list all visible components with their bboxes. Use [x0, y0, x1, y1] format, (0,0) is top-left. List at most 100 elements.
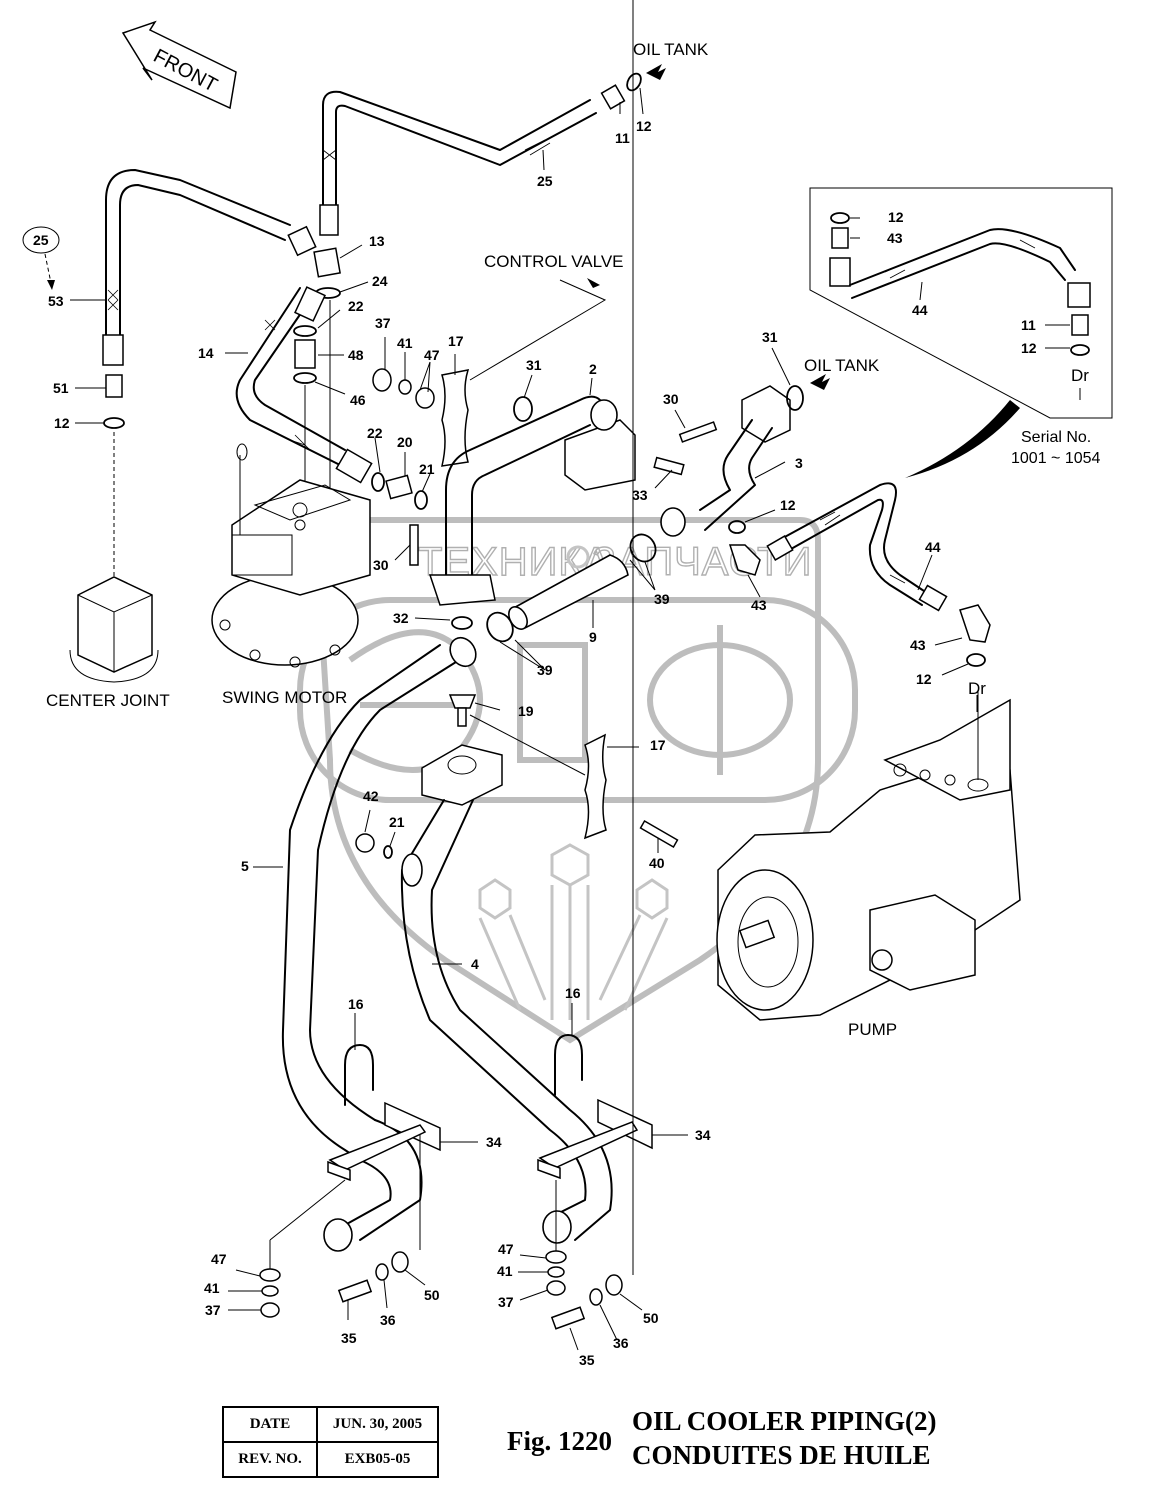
- oil-tank-mid-arrow-icon: [810, 374, 830, 390]
- bracket-34-left: [327, 1101, 441, 1182]
- watermark-gear-icon: [566, 545, 590, 569]
- callout-numbers: 11 12 25 13 24 22 53 51 12 37 41 47 17 4…: [48, 118, 1037, 1368]
- nut-37-lower-left: [260, 1302, 280, 1318]
- bolt-40: [639, 820, 679, 848]
- watermark-letter-p: [517, 642, 588, 763]
- washer-50-left: [391, 1251, 409, 1273]
- callout-39: 39: [537, 662, 553, 678]
- watermark-wheat: [478, 843, 669, 1020]
- fitting-11-top: [600, 84, 626, 110]
- front-arrow: FRONT: [121, 20, 237, 110]
- date-key: DATE: [222, 1406, 318, 1443]
- callout-34: 34: [486, 1134, 502, 1150]
- callout-36: 36: [380, 1312, 396, 1328]
- pipe-2: [428, 395, 636, 606]
- control-valve-arrow-icon: [587, 278, 600, 288]
- oil-tank-top-arrow-icon: [646, 64, 666, 80]
- inset-fitting-11: [1071, 314, 1089, 336]
- swing-motor: [211, 443, 371, 668]
- serial-range: 1001 ~ 1054: [1011, 450, 1101, 467]
- callout-43: 43: [910, 637, 926, 653]
- callout-31: 31: [526, 357, 542, 373]
- inset-fitting-43: [831, 227, 849, 249]
- figure-title-fr: CONDUITES DE HUILE: [632, 1440, 931, 1470]
- washer-36-left: [375, 1263, 389, 1281]
- callout-20: 20: [397, 434, 413, 450]
- callout-33: 33: [632, 487, 648, 503]
- rev-no-key: REV. NO.: [222, 1441, 318, 1478]
- oring-21-upper: [414, 490, 428, 510]
- callout-50: 50: [424, 1287, 440, 1303]
- reference-bubble-text: 25: [33, 232, 49, 248]
- pipe-3: [660, 385, 791, 537]
- washer-47-upper: [415, 387, 435, 409]
- reference-arrow-icon: [47, 280, 55, 290]
- callout-48: 48: [348, 347, 364, 363]
- callout-12: 12: [636, 118, 652, 134]
- reference-bubble: 25: [22, 226, 60, 290]
- front-arrow-icon: [121, 20, 237, 110]
- callout-17: 17: [650, 737, 666, 753]
- callout-22: 22: [367, 425, 383, 441]
- callout-12: 12: [780, 497, 796, 513]
- serial-caption: Serial No.: [1021, 429, 1091, 446]
- plug-19: [448, 694, 477, 709]
- swing-motor-label: SWING MOTOR: [222, 688, 347, 707]
- washer-41-upper: [398, 379, 412, 395]
- watermark-band: [297, 597, 858, 803]
- washer-47-lower-left: [259, 1268, 281, 1282]
- mount-block: [421, 744, 503, 806]
- inset-frame: [809, 187, 1113, 419]
- inset-oring-12-top: [830, 212, 850, 224]
- callout-39: 39: [654, 591, 670, 607]
- callout-13: 13: [369, 233, 385, 249]
- oring-22-mid: [371, 472, 385, 492]
- callout-21: 21: [389, 814, 405, 830]
- rev-no-value: EXB05-05: [316, 1441, 439, 1478]
- leader-lines: [70, 87, 1070, 1351]
- callout-12: 12: [916, 671, 932, 687]
- area-labels: OIL TANK CONTROL VALVE OIL TANK CENTER J…: [46, 40, 1101, 1039]
- serial-inset: [809, 187, 1113, 419]
- revision-row-date: DATE JUN. 30, 2005: [222, 1406, 439, 1443]
- oring-46: [293, 372, 317, 384]
- washer-47-lower-right: [545, 1250, 567, 1264]
- callout-41: 41: [204, 1280, 220, 1296]
- pipe-4: [400, 799, 613, 1244]
- figure-title: OIL COOLER PIPING(2) CONDUITES DE HUILE: [632, 1404, 937, 1472]
- callout-22: 22: [348, 298, 364, 314]
- ubolt-16-left: [344, 1044, 374, 1106]
- callout-19: 19: [518, 703, 534, 719]
- callout-16: 16: [348, 996, 364, 1012]
- callout-50: 50: [643, 1310, 659, 1326]
- control-valve-label: CONTROL VALVE: [484, 252, 624, 271]
- callout-47: 47: [424, 347, 440, 363]
- washer-36-right: [589, 1288, 603, 1306]
- callout-37: 37: [375, 315, 391, 331]
- elbow-43-right: [959, 604, 991, 643]
- callout-34: 34: [695, 1127, 711, 1143]
- bolt-35-left: [337, 1279, 373, 1303]
- callout-36: 36: [613, 1335, 629, 1351]
- bolt-35-right: [550, 1306, 586, 1330]
- callout-47: 47: [211, 1251, 227, 1267]
- callout-46: 46: [350, 392, 366, 408]
- callout-47: 47: [498, 1241, 514, 1257]
- callout-37: 37: [498, 1294, 514, 1310]
- oring-12-right: [966, 653, 986, 667]
- washer-41-lower-left: [261, 1285, 279, 1297]
- watermark-letter-e: [348, 629, 483, 773]
- figure-title-en: OIL COOLER PIPING(2): [632, 1406, 937, 1436]
- figure-number: Fig. 1220: [507, 1426, 612, 1456]
- oring-12-center: [103, 417, 125, 429]
- revision-table: DATE JUN. 30, 2005 REV. NO. EXB05-05: [222, 1406, 439, 1478]
- center-joint: [69, 374, 159, 683]
- drain-main-label: Dr: [968, 679, 986, 698]
- callout-24: 24: [372, 273, 388, 289]
- oring-31-right: [786, 385, 804, 411]
- callout-32: 32: [393, 610, 409, 626]
- callout-12: 12: [54, 415, 70, 431]
- callout-30: 30: [663, 391, 679, 407]
- inset-callout-43: 43: [887, 230, 903, 246]
